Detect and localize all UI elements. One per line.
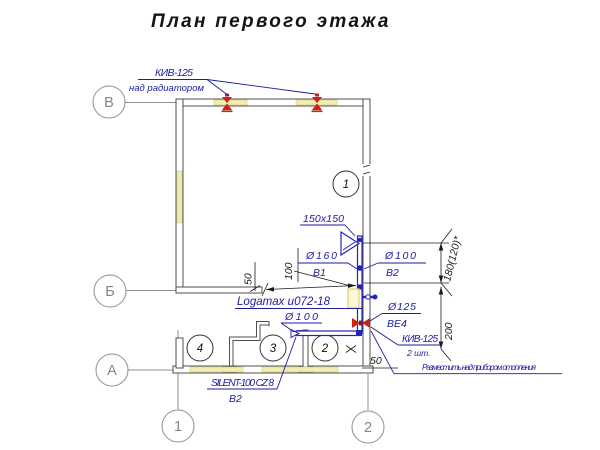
grid-axes: В Б А 1 2 [92,85,385,444]
dim-100: 100 [283,262,295,280]
grille-funnel-icon [340,230,361,257]
window-bottom-1 [189,366,244,373]
duct-fitting [357,237,362,243]
label-boiler: Logamax u072-18 [237,296,331,308]
boiler-symbol [347,288,360,309]
kiv-valve-icon [311,93,323,113]
label-fan-model: SILENT-100 CZ 8 [211,378,274,389]
grid-circle-row-a [95,353,129,387]
wall-top [179,98,371,107]
room-circle-4 [186,334,214,362]
drawing-title: План первого этажа [151,11,389,32]
grid-circle-row-b [93,274,127,308]
axis-label-v: В [104,95,114,111]
dim-200: 200 [443,322,455,341]
duct-elbow [356,330,362,336]
room-number-3: 3 [270,343,277,355]
duct-fitting [372,294,378,300]
label-fan-system: B2 [229,393,242,405]
dim-50-left: 50 [243,273,255,285]
kiv-valve-icon [352,318,370,328]
label-be4-size: Ø125 [387,301,416,313]
valves [221,93,370,328]
dim-50-bottom: 50 [370,355,382,367]
room-circle-3 [259,334,287,362]
room-number-1: 1 [343,179,349,191]
axis-label-a: А [107,363,117,379]
windows [176,99,339,373]
dim-180-120: 180(120)* [441,234,464,283]
axis-label-1: 1 [174,419,182,435]
grid-circle-col-2 [351,410,385,444]
window-bottom-2 [261,366,339,373]
grid-circle-row-v [92,85,126,119]
label-b1-size: Ø160 [305,250,337,262]
label-b2-size: Ø100 [384,250,416,262]
window-left [176,170,183,224]
wall-left-lower [175,337,184,369]
room-labels: 1 2 3 4 [186,170,360,362]
partition-room3 [229,321,270,366]
label-kiv-top-1: КИВ-125 [155,67,193,79]
annotations: КИВ-125 над радиатором 150x150 Ø160 B1 Ø… [129,67,562,405]
label-kiv-right-2: 2 шт. [406,348,431,358]
label-b1-name: B1 [313,267,326,279]
label-b2-name: B2 [386,267,399,279]
room-circle-1 [332,170,360,198]
axis-label-2: 2 [364,420,372,436]
room-number-2: 2 [321,343,329,355]
label-be4-name: BE4 [387,318,407,330]
label-kiv-right-note: Разместить над прибором отопления [422,363,537,372]
axis-label-b: Б [105,284,115,300]
duct-fitting [365,294,371,300]
grid-circle-col-1 [161,409,195,443]
ducts [290,230,378,339]
label-kiv-top-2: над радиатором [129,83,204,94]
wall-right [362,98,371,374]
duct-fitting [357,265,363,271]
label-grille-size: 150x150 [303,213,344,225]
window-top-1 [213,99,248,106]
room-number-4: 4 [197,343,203,355]
wall-break [361,164,372,176]
label-duct-size: Ø100 [284,311,318,323]
duct-horizontal [295,330,361,337]
wall-axis-b [175,286,263,294]
label-kiv-right-1: КИВ-125 [402,334,438,345]
